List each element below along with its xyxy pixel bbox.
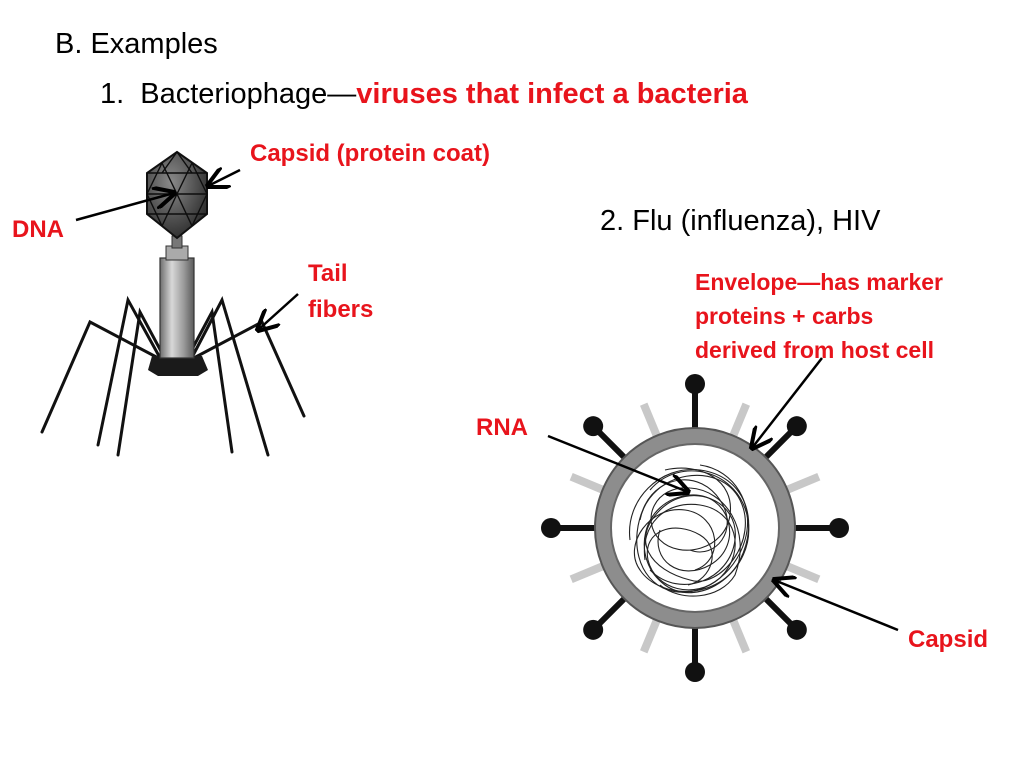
baseplate [148, 356, 208, 376]
spike-knob-stalk [762, 426, 797, 461]
section-heading: B. Examples [55, 28, 218, 60]
rna-arrow [547, 434, 688, 492]
spike-knob-stalk [593, 595, 628, 630]
bacteriophage-diagram [40, 150, 306, 457]
tail-fibers-line1: Tail [308, 260, 348, 287]
spike-knob [829, 518, 849, 538]
tail-fibers [40, 295, 306, 457]
envelope-arrow [752, 357, 823, 448]
spike-pale [569, 561, 606, 583]
item1-definition: viruses that infect a bacteria [356, 78, 748, 110]
spike-pale [640, 402, 662, 439]
rna-strands [629, 464, 750, 597]
phage-capsid-label: Capsid (protein coat) [250, 140, 491, 167]
phage-capsid-arrow [208, 170, 241, 186]
tail-fibers-arrow [258, 293, 299, 330]
spike-knob [583, 416, 604, 437]
envelope-line2: proteins + carbs [695, 303, 874, 329]
flu-capsid-arrow [774, 580, 899, 632]
bacteriophage-heading: 1. Bacteriophage—viruses that infect a b… [100, 78, 748, 111]
spike-knob [541, 518, 561, 538]
tail-fibers-line2: fibers [308, 296, 374, 323]
spike-pale [728, 617, 750, 654]
flu-virus-diagram [541, 357, 899, 682]
spike-knob [786, 619, 807, 640]
spike-knob-stalk [593, 426, 628, 461]
flu-capsid-label: Capsid [908, 626, 989, 653]
dna-arrow [75, 193, 174, 222]
spike-knob [685, 374, 705, 394]
spike-pale [640, 617, 662, 654]
spike-knob [583, 619, 604, 640]
item1-number: 1. [100, 78, 125, 110]
spike-pale [784, 561, 821, 583]
spike-pale [784, 473, 821, 495]
item1-term: Bacteriophage— [140, 78, 357, 110]
rna-label: RNA [476, 414, 528, 441]
tail-fibers-label: Tail fibers [308, 256, 373, 328]
envelope-spikes [541, 374, 849, 682]
flu-heading: 2. Flu (influenza), HIV [600, 205, 881, 237]
spike-knob [786, 416, 807, 437]
tail-sheath [159, 257, 195, 359]
phage-dna-label: DNA [12, 216, 64, 243]
envelope-label: Envelope—has marker proteins + carbs der… [695, 265, 943, 367]
envelope-line3: derived from host cell [695, 337, 935, 363]
spike-knob [685, 662, 705, 682]
phage-capsid-head [146, 150, 208, 240]
envelope-line1: Envelope—has marker [695, 269, 944, 295]
spike-pale [728, 402, 750, 439]
spike-pale [569, 473, 606, 495]
spike-knob-stalk [762, 595, 797, 630]
